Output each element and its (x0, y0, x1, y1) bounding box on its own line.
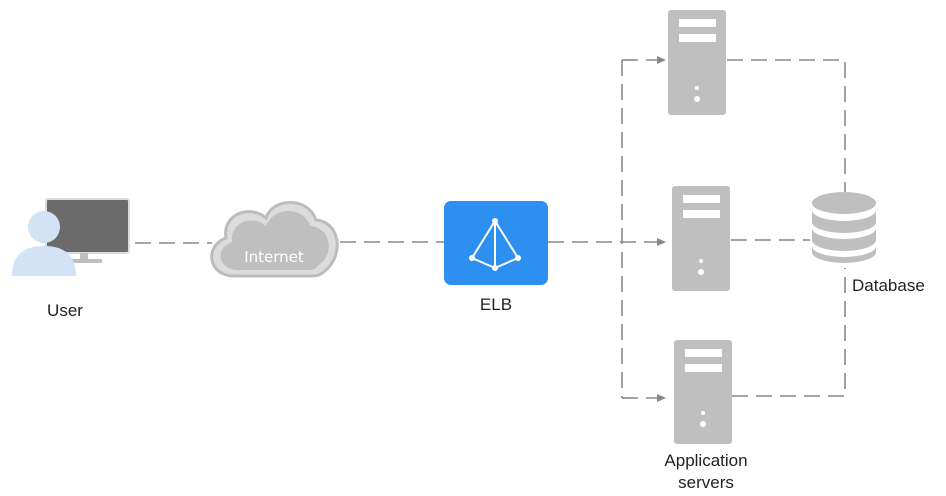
elb-label: ELB (479, 295, 513, 314)
database-label: Database (852, 276, 925, 295)
servers-label-line2: servers (678, 473, 734, 492)
user-label: User (47, 301, 83, 320)
internet-label: Internet (244, 248, 304, 266)
servers-label-line1: Application (664, 451, 748, 470)
servers-label: Application servers (636, 450, 776, 494)
user-body (12, 246, 76, 276)
link-server-3-database (732, 268, 846, 397)
server-icon (672, 186, 730, 291)
server-icon (668, 10, 726, 115)
cloud-icon: Internet (210, 201, 339, 278)
user-computer-icon (12, 198, 130, 276)
connectors (135, 56, 846, 402)
server-icon (674, 340, 732, 444)
load-balancer-icon (444, 201, 548, 285)
user-head (28, 211, 60, 243)
database-icon (812, 192, 876, 263)
link-server-1-database (727, 59, 846, 192)
